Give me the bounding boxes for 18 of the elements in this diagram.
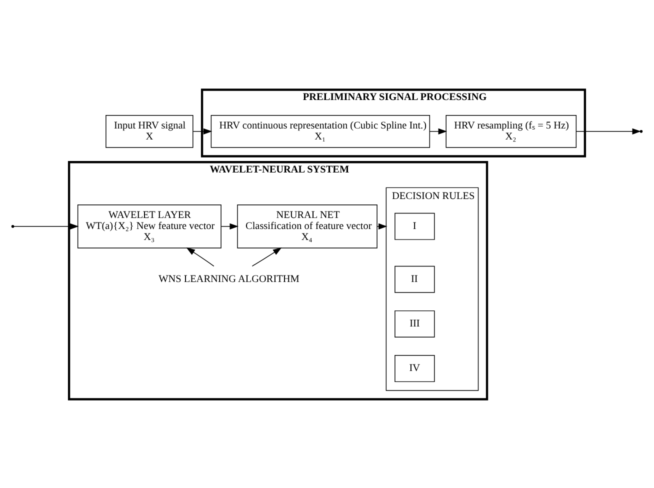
arrow xyxy=(252,247,282,266)
arrow xyxy=(192,128,212,134)
node-box: II xyxy=(394,265,435,292)
arrow xyxy=(376,222,388,229)
node-text: WNS LEARNING ALGORITHM xyxy=(158,274,300,285)
node-box: I xyxy=(394,212,435,240)
arrow xyxy=(429,128,448,134)
arrow xyxy=(576,128,642,134)
node-box: Input HRV signal X xyxy=(106,114,194,148)
node-box: HRV continuous representation (Cubic Spline Int.) X₁ xyxy=(210,114,430,148)
arrow xyxy=(220,222,238,229)
node-box: IV xyxy=(394,354,435,382)
arrow xyxy=(14,222,79,229)
node-box: WAVELET LAYER WT(a){X₂} New feature vector X₃ xyxy=(77,204,222,248)
node-box: NEURAL NET Classification of feature vector X₄ xyxy=(237,204,378,248)
node-box: III xyxy=(394,310,435,337)
node-box: HRV resampling (fₛ = 5 Hz) X₂ xyxy=(446,114,577,148)
arrow xyxy=(186,247,214,266)
